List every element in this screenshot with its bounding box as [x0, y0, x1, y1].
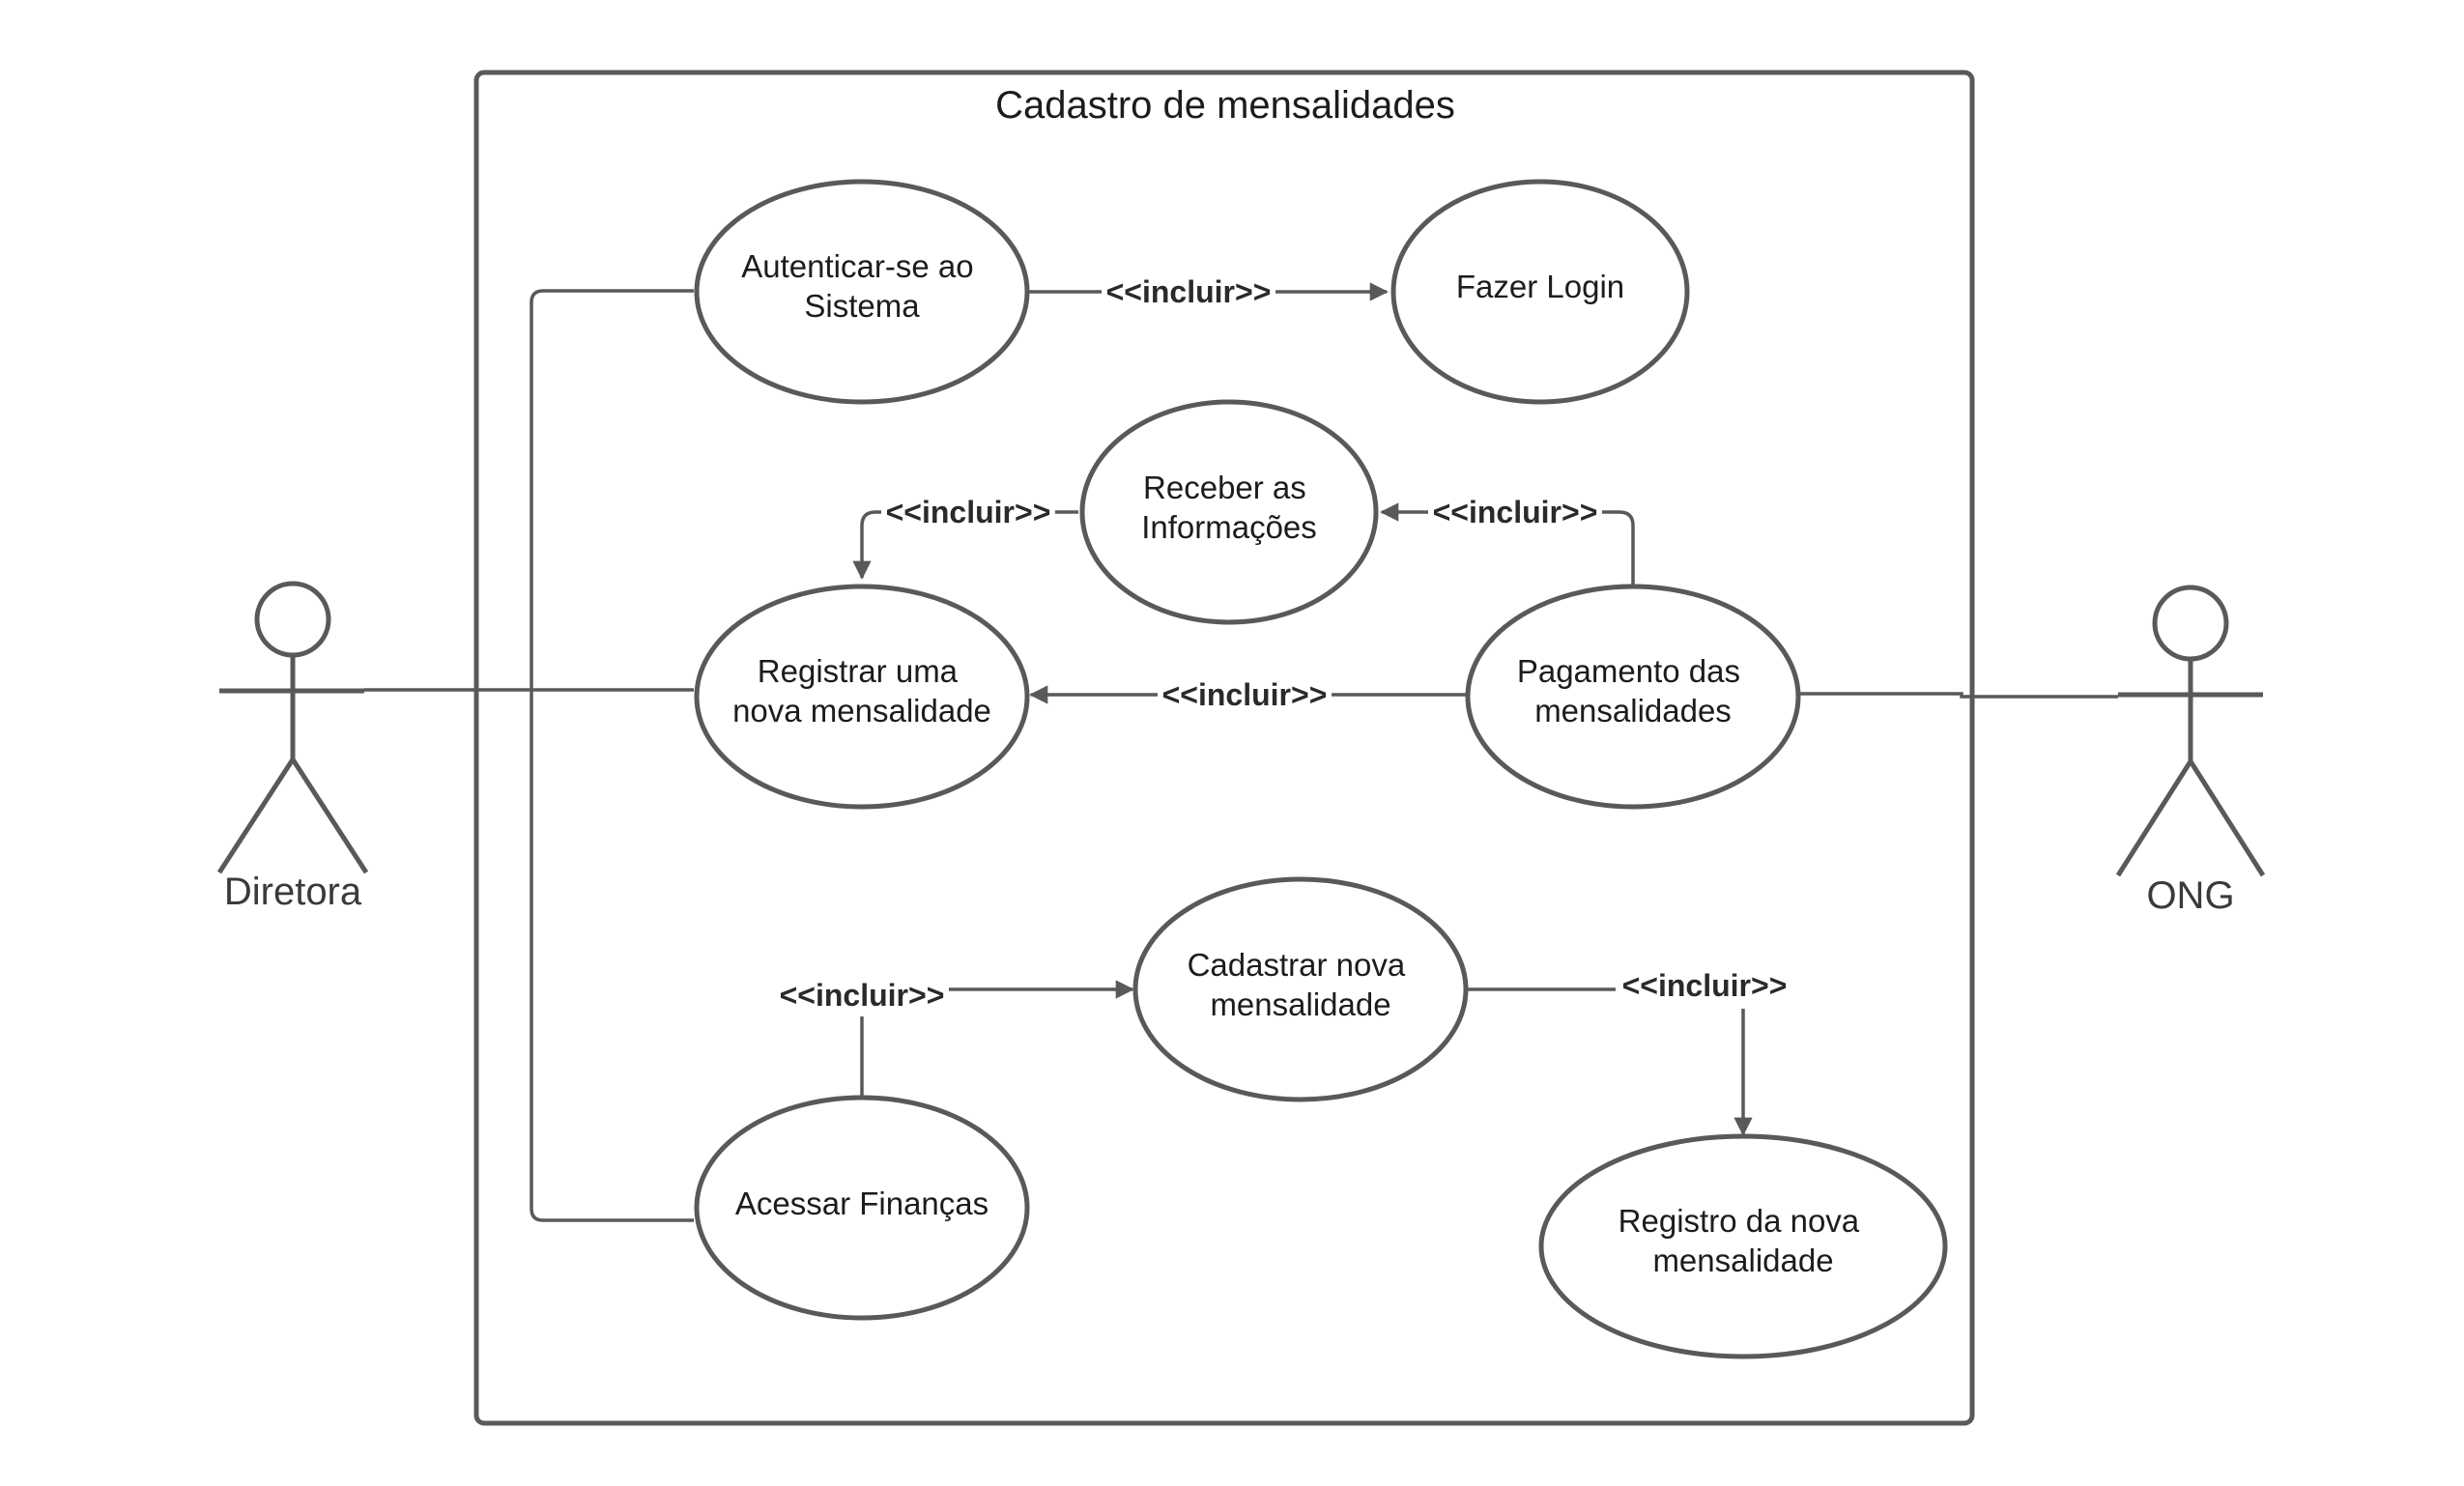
- actor-diretora[interactable]: Diretora: [216, 581, 369, 913]
- svg-text:Registro da nova mensali: Registro da nova mensalidade: [1619, 1203, 1869, 1278]
- include-financas-cadastrar: <<incluir>>: [775, 974, 1134, 1098]
- svg-text:Autenticar-se ao Sistema: Autenticar-se ao Sistema: [741, 248, 982, 324]
- include-pagamento-registrar: <<incluir>>: [1029, 673, 1466, 716]
- actor-ong[interactable]: ONG: [2115, 585, 2266, 917]
- svg-text:<<incluir>>: <<incluir>>: [1433, 495, 1598, 529]
- usecase-acessar-financas[interactable]: Acessar Finanças: [694, 1095, 1030, 1321]
- svg-text:Cadastrar nova mensalida: Cadastrar nova mensalidade: [1188, 947, 1415, 1022]
- usecase-fazer-login[interactable]: Fazer Login: [1390, 179, 1690, 405]
- svg-text:Fazer Login: Fazer Login: [1456, 269, 1624, 304]
- usecase-cadastrar-mensalidade[interactable]: Cadastrar nova mensalidade: [1132, 876, 1469, 1102]
- system-boundary: [473, 70, 1975, 1426]
- svg-text:Acessar Finanças: Acessar Finanças: [735, 1186, 988, 1221]
- actor-name-diretora: Diretora: [224, 871, 362, 913]
- svg-text:Registrar uma nova mensa: Registrar uma nova mensalidade: [732, 653, 991, 729]
- svg-text:<<incluir>>: <<incluir>>: [1622, 968, 1788, 1003]
- svg-text:<<incluir>>: <<incluir>>: [1162, 677, 1328, 712]
- svg-text:<<incluir>>: <<incluir>>: [886, 495, 1051, 529]
- include-receber-registrar: <<incluir>>: [852, 491, 1078, 580]
- include-pagamento-receber: <<incluir>>: [1380, 491, 1635, 586]
- system-title: Cadastro de mensalidades: [995, 84, 1455, 127]
- usecase-registrar-mensalidade[interactable]: Registrar uma nova mensalidade: [694, 584, 1030, 810]
- actor-name-ong: ONG: [2146, 874, 2234, 917]
- usecase-autenticar[interactable]: Autenticar-se ao Sistema: [694, 179, 1030, 405]
- svg-text:<<incluir>>: <<incluir>>: [780, 978, 945, 1013]
- diretora-associations: [364, 289, 694, 1222]
- svg-text:<<incluir>>: <<incluir>>: [1106, 274, 1272, 309]
- svg-text:Receber as Informações: Receber as Informações: [1141, 470, 1317, 545]
- include-autenticar-login: <<incluir>>: [1026, 271, 1389, 313]
- usecase-receber-informacoes[interactable]: Receber as Informações: [1079, 399, 1379, 625]
- usecase-registro-nova[interactable]: Registro da nova mensalidade: [1538, 1133, 1948, 1359]
- usecase-pagamento[interactable]: Pagamento das mensalidades: [1465, 584, 1801, 810]
- svg-text:Pagamento das mensalidad: Pagamento das mensalidades: [1517, 653, 1749, 729]
- include-cadastrar-registro: <<incluir>>: [1466, 962, 1795, 1136]
- ong-association: [1799, 692, 2118, 699]
